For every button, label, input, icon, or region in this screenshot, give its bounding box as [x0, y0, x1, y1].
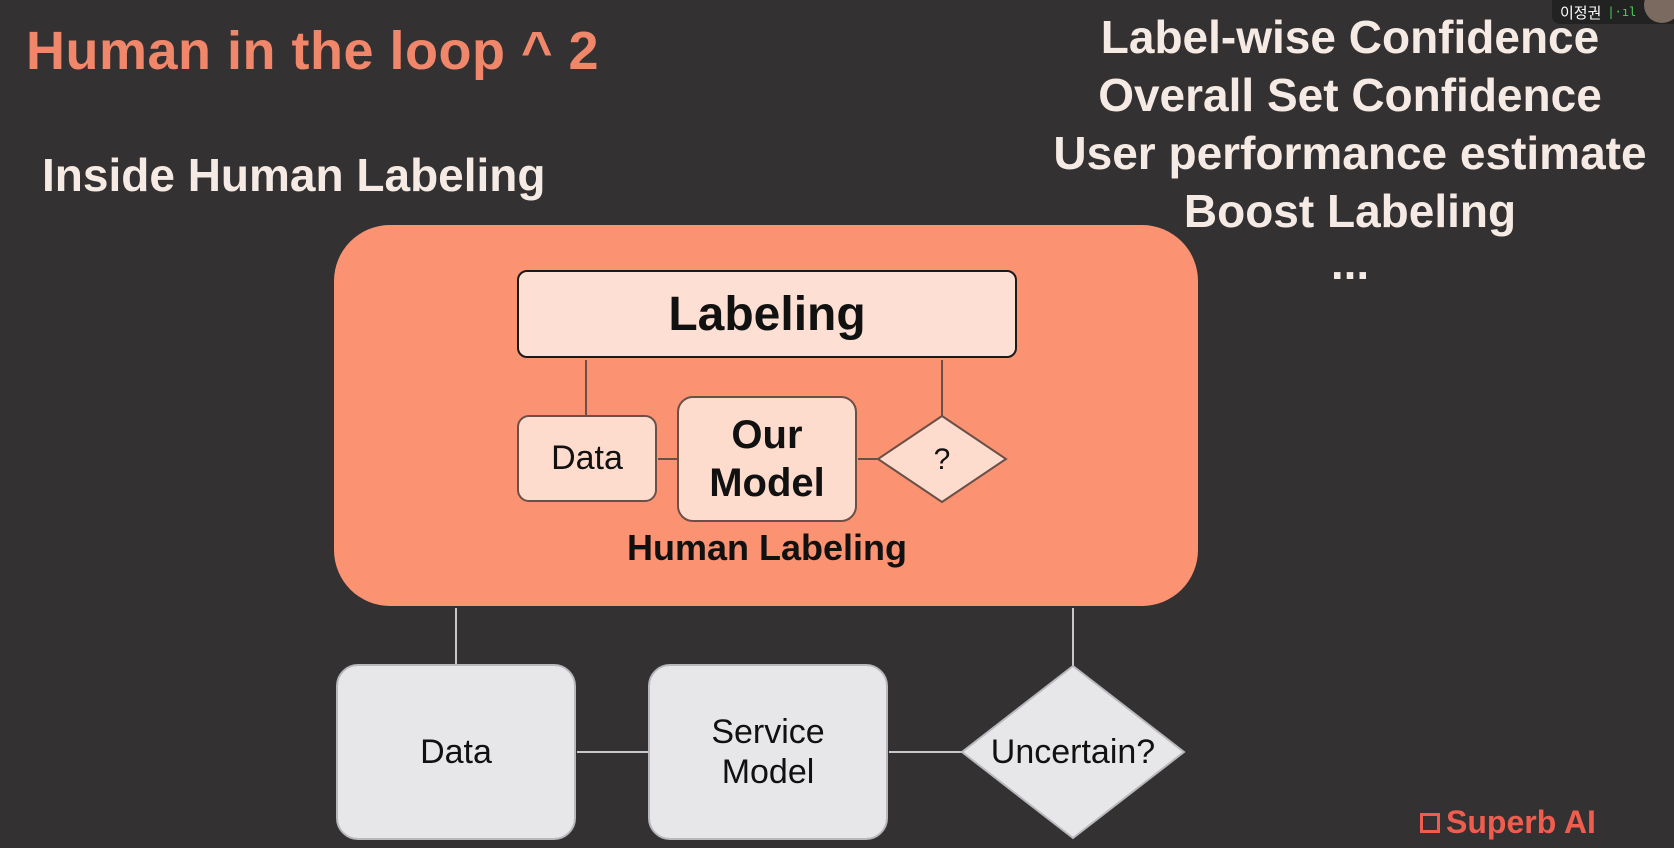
slide-title: Human in the loop ^ 2: [26, 21, 600, 81]
data-box: Data: [336, 664, 576, 840]
uncertain-label: Uncertain?: [990, 732, 1156, 771]
slide-subtitle: Inside Human Labeling: [42, 149, 546, 201]
our-model-box: Our Model: [677, 396, 857, 522]
inner-data-box: Data: [517, 415, 657, 502]
feature-item: Boost Labeling: [1183, 185, 1517, 237]
feature-item: User performance estimate: [1053, 127, 1647, 179]
human-labeling-caption: Human Labeling: [626, 527, 908, 568]
service-model-box: Service Model: [648, 664, 888, 840]
feature-item: Label-wise Confidence: [1100, 11, 1600, 63]
brand-name: Superb AI: [1446, 804, 1596, 840]
inner-decision-diamond: [876, 414, 1008, 504]
our-model-line2: Model: [709, 461, 825, 505]
feature-item: Overall Set Confidence: [1098, 69, 1602, 121]
inner-decision-label: ?: [933, 443, 951, 476]
feature-item-more: ...: [1330, 237, 1370, 289]
uncertain-diamond: [960, 664, 1186, 840]
feature-list: Label-wise Confidence Overall Set Confid…: [1010, 8, 1674, 292]
mic-level-icon: |·ıl: [1607, 5, 1637, 19]
participant-name: 이정권: [1560, 4, 1602, 22]
brand-logo: Superb AI: [1420, 804, 1596, 841]
superb-ai-logo-icon: [1420, 812, 1440, 833]
labeling-box: Labeling: [517, 270, 1017, 358]
participant-avatar: [1644, 0, 1674, 23]
service-model-line2: Model: [721, 753, 815, 791]
participant-tile[interactable]: 이정권 |·ıl: [1552, 0, 1674, 24]
service-model-line1: Service: [711, 713, 825, 751]
our-model-line1: Our: [731, 413, 803, 457]
